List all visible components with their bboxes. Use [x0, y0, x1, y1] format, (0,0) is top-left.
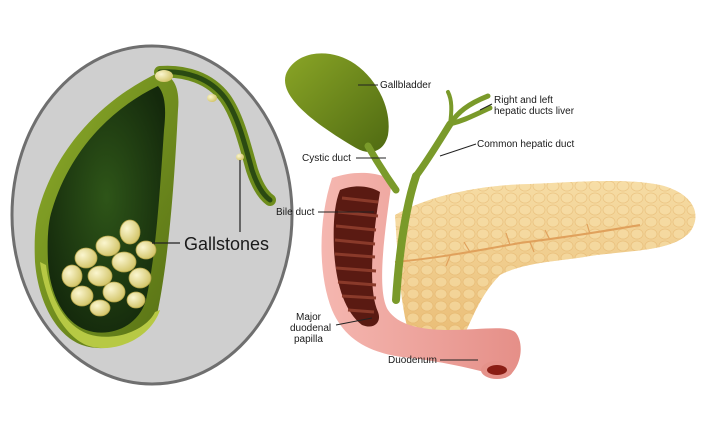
bile-duct-label: Bile duct: [276, 207, 315, 218]
cystic-duct-label: Cystic duct: [302, 153, 351, 164]
duct-stone: [155, 70, 173, 82]
gallbladder-inset: [10, 44, 294, 386]
hepatic-ducts-label-line1: Right and left: [494, 95, 553, 106]
pancreatic-duct: [394, 224, 641, 263]
common-hepatic-duct-label: Common hepatic duct: [477, 139, 575, 150]
gallstone-cluster: [61, 219, 157, 317]
hepatic-ducts-label-line2: hepatic ducts liver: [494, 106, 575, 117]
cystic-duct: [364, 142, 400, 194]
label-leaders: [318, 84, 493, 361]
duodenum: [321, 172, 521, 379]
left-hepatic-duct: [447, 105, 493, 127]
biliary-ducts: [364, 90, 493, 304]
gallbladder-label: Gallbladder: [380, 80, 432, 91]
gallbladder-neck-band: [40, 262, 160, 349]
papilla-label-line1: Major: [296, 312, 322, 323]
papilla-label-line2: duodenal: [290, 323, 332, 334]
duct-stone: [236, 153, 244, 161]
common-bile-duct: [392, 172, 420, 304]
papilla-label-line3: papilla: [294, 334, 323, 345]
pancreas: [394, 181, 696, 360]
gallbladder-main: [285, 53, 389, 152]
common-hepatic-duct: [412, 120, 454, 180]
duct-stone: [207, 94, 217, 102]
gallstones-label: Gallstones: [184, 234, 270, 254]
duodenum-label: Duodenum: [388, 355, 437, 366]
